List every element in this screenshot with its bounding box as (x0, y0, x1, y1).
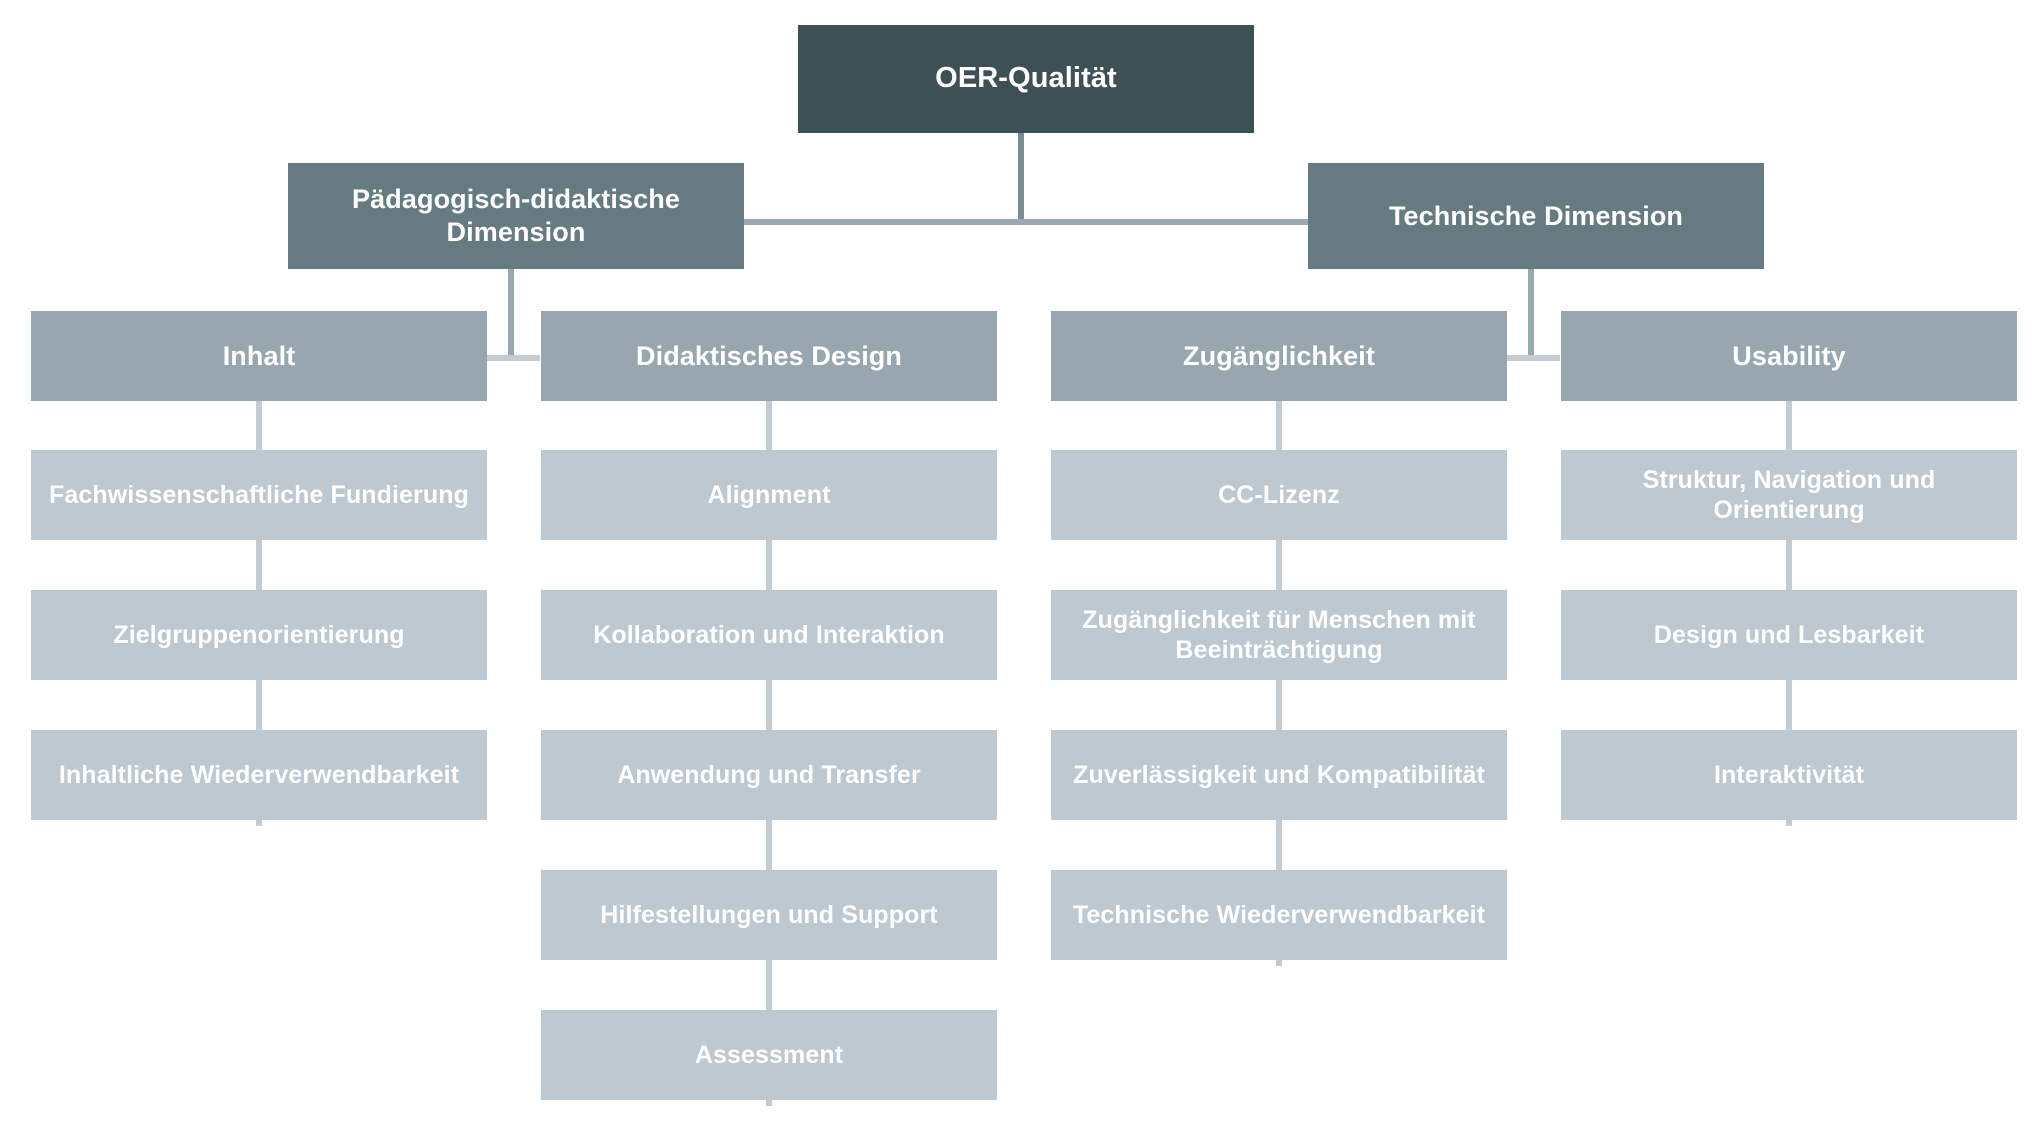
node-leaf-fachwissenschaftliche-fundierung[interactable]: Fachwissenschaftliche Fundierung (31, 450, 487, 540)
node-label: Anwendung und Transfer (617, 760, 921, 789)
connector-dim2-vertical (1528, 268, 1534, 360)
node-leaf-zuverlaessigkeit-und-kompatibilitaet[interactable]: Zuverlässigkeit und Kompatibilität (1051, 730, 1507, 820)
node-label: Assessment (694, 1040, 844, 1069)
node-leaf-cc-lizenz[interactable]: CC-Lizenz (1051, 450, 1507, 540)
node-label: OER-Qualität (935, 62, 1117, 95)
node-leaf-technische-wiederverwendbarkeit[interactable]: Technische Wiederverwendbarkeit (1051, 870, 1507, 960)
node-leaf-hilfestellungen-und-support[interactable]: Hilfestellungen und Support (541, 870, 997, 960)
node-label: Inhaltliche Wiederverwendbarkeit (58, 760, 460, 789)
node-label: Zugänglichkeit für Menschen mit Beeinträ… (1082, 605, 1476, 665)
node-leaf-alignment[interactable]: Alignment (541, 450, 997, 540)
node-category-usability[interactable]: Usability (1561, 311, 2017, 401)
node-label: Zuverlässigkeit und Kompatibilität (1073, 760, 1485, 789)
node-label: CC-Lizenz (1218, 480, 1340, 509)
node-leaf-inhaltliche-wiederverwendbarkeit[interactable]: Inhaltliche Wiederverwendbarkeit (31, 730, 487, 820)
node-label: Fachwissenschaftliche Fundierung (49, 480, 469, 509)
node-label: Hilfestellungen und Support (600, 900, 938, 929)
node-leaf-zielgruppenorientierung[interactable]: Zielgruppenorientierung (31, 590, 487, 680)
node-leaf-kollaboration-und-interaktion[interactable]: Kollaboration und Interaktion (541, 590, 997, 680)
node-category-inhalt[interactable]: Inhalt (31, 311, 487, 401)
connector-cat-bus-left (484, 355, 540, 361)
node-label: Technische Wiederverwendbarkeit (1072, 900, 1486, 929)
node-label: Pädagogisch-didaktische Dimension (352, 184, 680, 247)
node-label: Design und Lesbarkeit (1653, 620, 1925, 649)
node-leaf-design-und-lesbarkeit[interactable]: Design und Lesbarkeit (1561, 590, 2017, 680)
node-root-oer-qualitaet[interactable]: OER-Qualität (798, 25, 1254, 133)
connector-dim1-vertical (508, 268, 514, 360)
node-label: Technische Dimension (1388, 200, 1684, 231)
node-leaf-anwendung-und-transfer[interactable]: Anwendung und Transfer (541, 730, 997, 820)
node-category-zugaenglichkeit[interactable]: Zugänglichkeit (1051, 311, 1507, 401)
node-label: Zielgruppenorientierung (113, 620, 405, 649)
node-label: Usability (1732, 340, 1846, 371)
node-leaf-zugaenglichkeit-fuer-menschen-mit-beeintraechtigung[interactable]: Zugänglichkeit für Menschen mit Beeinträ… (1051, 590, 1507, 680)
connector-cat-bus-right (1504, 355, 1560, 361)
node-dimension-paedagogisch-didaktisch[interactable]: Pädagogisch-didaktische Dimension (288, 163, 744, 269)
node-label: Struktur, Navigation und Orientierung (1642, 465, 1936, 525)
node-label: Zugänglichkeit (1183, 340, 1375, 371)
node-label: Kollaboration und Interaktion (593, 620, 945, 649)
node-leaf-assessment[interactable]: Assessment (541, 1010, 997, 1100)
node-dimension-technisch[interactable]: Technische Dimension (1308, 163, 1764, 269)
connector-dimension-bus (482, 219, 1560, 225)
node-label: Didaktisches Design (636, 340, 902, 371)
node-label: Interaktivität (1713, 760, 1865, 789)
node-label: Alignment (707, 480, 831, 509)
connector-root-vertical (1018, 133, 1024, 219)
connector-zugaenglichkeit-spine (1276, 400, 1282, 966)
node-leaf-struktur-navigation-und-orientierung[interactable]: Struktur, Navigation und Orientierung (1561, 450, 2017, 540)
node-category-didaktisches-design[interactable]: Didaktisches Design (541, 311, 997, 401)
node-label: Inhalt (222, 340, 296, 371)
node-leaf-interaktivitaet[interactable]: Interaktivität (1561, 730, 2017, 820)
